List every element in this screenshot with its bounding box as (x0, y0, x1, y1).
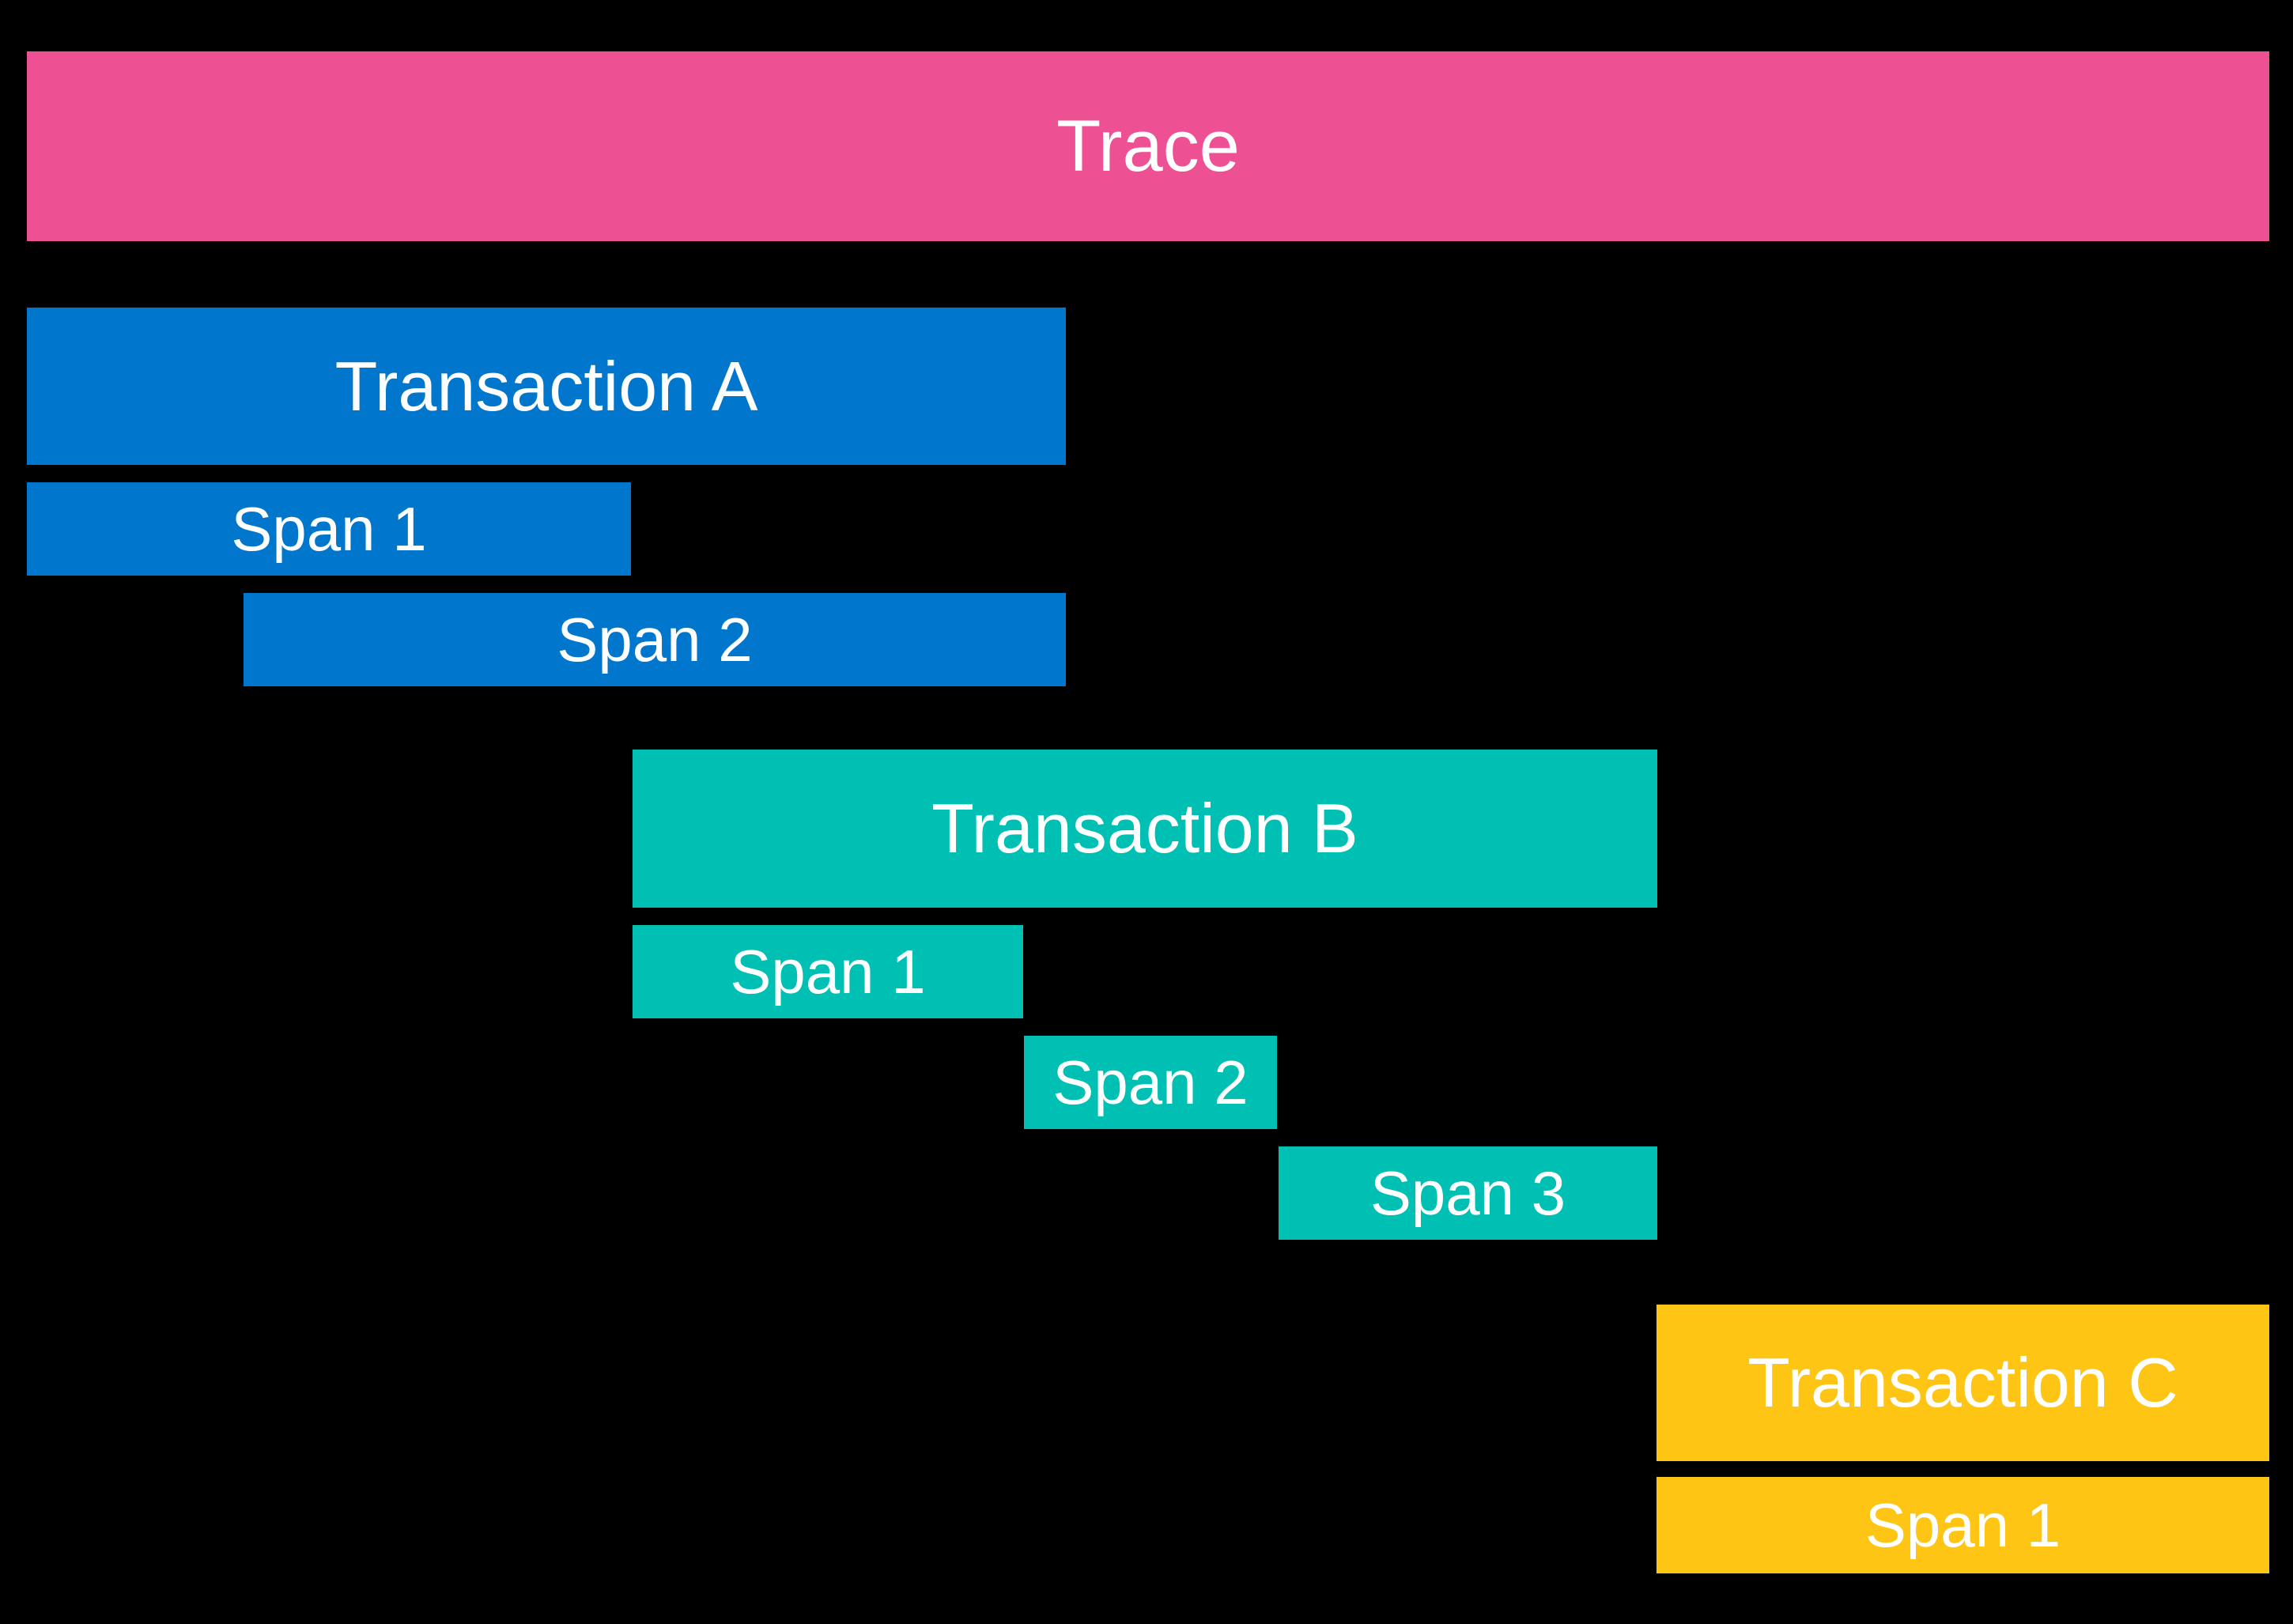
bar-transaction-a[interactable]: Transaction A (27, 308, 1066, 465)
trace-label: Trace (1056, 106, 1240, 187)
transaction-c-label: Transaction C (1747, 1343, 2178, 1422)
transaction-a-span-2-label: Span 2 (557, 605, 753, 674)
bar-transaction-c-span-1[interactable]: Span 1 (1656, 1477, 2269, 1573)
transaction-a-span-1-label: Span 1 (231, 494, 427, 564)
bar-trace[interactable]: Trace (27, 51, 2269, 241)
bar-transaction-c[interactable]: Transaction C (1656, 1305, 2269, 1461)
bar-transaction-b-span-1[interactable]: Span 1 (633, 925, 1023, 1018)
bar-transaction-a-span-2[interactable]: Span 2 (244, 593, 1066, 686)
transaction-a-label: Transaction A (334, 346, 758, 425)
bar-transaction-b-span-3[interactable]: Span 3 (1279, 1146, 1657, 1240)
bar-transaction-b[interactable]: Transaction B (633, 750, 1657, 908)
bar-transaction-a-span-1[interactable]: Span 1 (27, 482, 631, 576)
transaction-b-label: Transaction B (931, 789, 1358, 867)
transaction-b-span-3-label: Span 3 (1369, 1158, 1566, 1228)
bar-transaction-b-span-2[interactable]: Span 2 (1024, 1036, 1277, 1129)
transaction-b-span-1-label: Span 1 (730, 937, 926, 1007)
transaction-b-span-2-label: Span 2 (1052, 1048, 1248, 1117)
transaction-c-span-1-label: Span 1 (1864, 1490, 2061, 1560)
